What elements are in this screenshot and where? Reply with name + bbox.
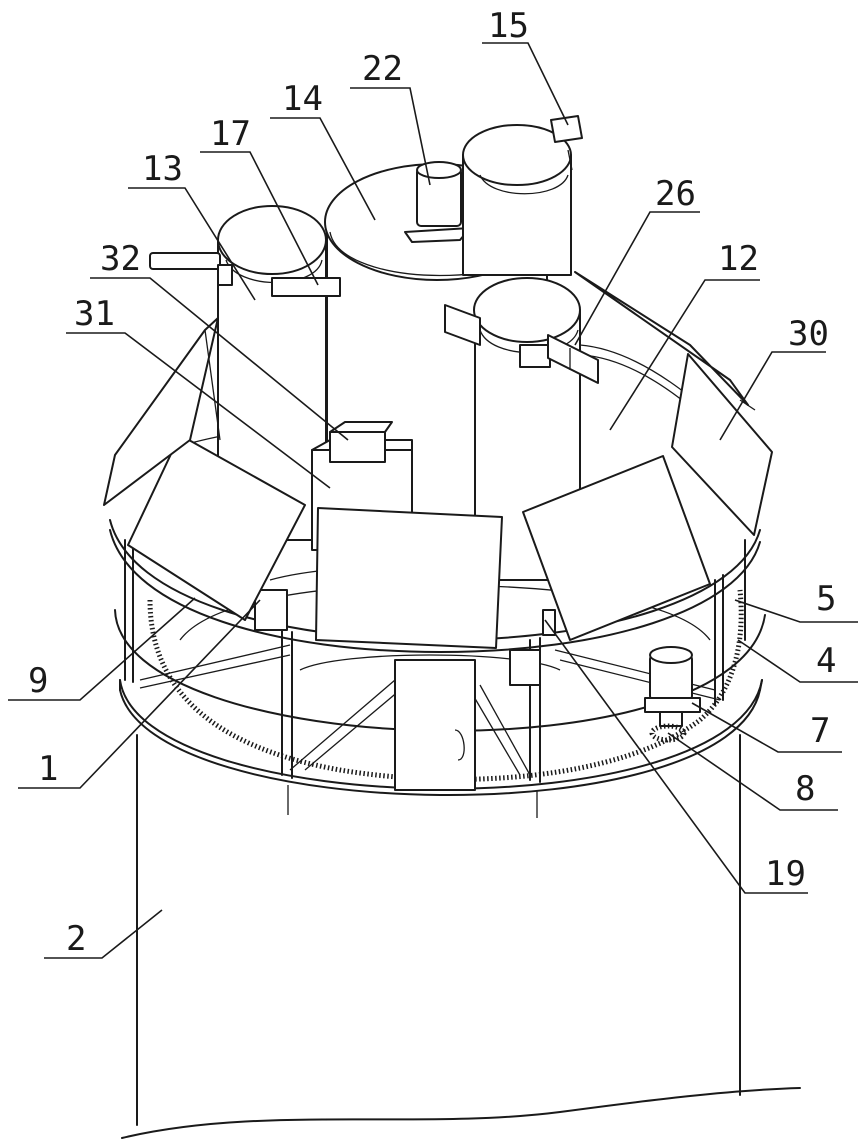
label-30: 30 (788, 314, 829, 354)
label-17: 17 (210, 114, 251, 154)
label-31: 31 (74, 294, 115, 334)
label-14: 14 (282, 79, 323, 119)
label-22: 22 (362, 49, 403, 89)
label-13: 13 (142, 149, 183, 189)
label-8: 8 (795, 769, 815, 809)
label-9: 9 (28, 661, 48, 701)
label-12: 12 (718, 239, 759, 279)
label-5: 5 (816, 579, 836, 619)
label-4: 4 (816, 641, 836, 681)
label-1: 1 (38, 749, 58, 789)
label-15: 15 (488, 6, 529, 46)
rear-cylinder (463, 116, 582, 275)
label-7: 7 (810, 711, 830, 751)
label-19: 19 (765, 854, 806, 894)
label-32: 32 (100, 239, 141, 279)
label-2: 2 (66, 919, 86, 959)
label-26: 26 (655, 174, 696, 214)
